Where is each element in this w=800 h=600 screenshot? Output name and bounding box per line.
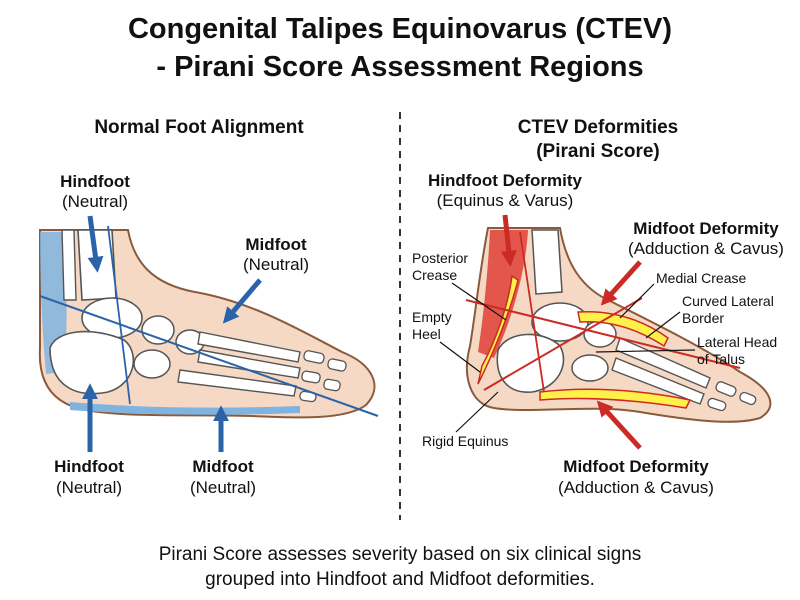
caption-line-1: Pirani Score assesses severity based on …	[159, 544, 642, 565]
curved-lateral-border-label-1: Curved Lateral	[682, 293, 774, 309]
ctev-midfoot-bottom-arrow-icon	[596, 400, 642, 450]
curved-lateral-border-leader	[645, 311, 681, 339]
lateral-head-talus-leader	[595, 349, 696, 353]
ctev-cuboid	[571, 354, 609, 382]
ctev-panel-heading-2: (Pirani Score)	[536, 141, 660, 162]
normal-hindfoot-top-title: Hindfoot	[60, 172, 130, 191]
ctev-phalanx-3	[707, 397, 727, 412]
caption-line-2: grouped into Hindfoot and Midfoot deform…	[205, 569, 595, 590]
empty-heel-label-2: Heel	[412, 326, 441, 342]
ctev-metatarsal-1	[615, 337, 711, 389]
normal-metatarsal-2	[197, 349, 301, 379]
ctev-metatarsal-2	[611, 357, 705, 405]
normal-axis-vertical	[107, 225, 131, 405]
ctev-phalanx-1	[715, 381, 737, 397]
ctev-sole-highlight	[539, 388, 692, 409]
normal-midfoot-top-arrow-icon	[222, 278, 262, 324]
normal-navicular	[141, 315, 175, 345]
normal-phalanx-1	[303, 350, 325, 364]
empty-heel-leader	[439, 341, 481, 373]
normal-sole-strip	[70, 402, 300, 415]
curved-lateral-border-label-2: Border	[682, 310, 724, 326]
normal-axis-horizontal	[39, 295, 379, 417]
normal-hindfoot-top-sub: (Neutral)	[62, 192, 128, 211]
normal-panel-heading: Normal Foot Alignment	[94, 117, 304, 138]
ctev-midfoot-top-title: Midfoot Deformity	[633, 219, 779, 238]
ctev-midfoot-bottom-sub: (Adduction & Cavus)	[558, 478, 714, 497]
medial-crease-label: Medial Crease	[656, 270, 746, 286]
normal-metatarsal-1	[197, 331, 301, 363]
title-line-2: - Pirani Score Assessment Regions	[156, 51, 643, 83]
normal-hindfoot-bottom-title: Hindfoot	[54, 457, 124, 476]
ctev-axis-2	[483, 297, 643, 391]
normal-phalanx-2	[327, 358, 347, 372]
normal-midfoot-bottom-sub: (Neutral)	[190, 478, 256, 497]
ctev-axis-1	[465, 299, 741, 369]
posterior-crease-leader	[451, 282, 507, 321]
ctev-posterior-crease-highlight	[477, 274, 519, 385]
ctev-hindfoot-arrow-icon	[500, 214, 517, 267]
empty-heel-label-1: Empty	[412, 309, 452, 325]
rigid-equinus-leader	[455, 391, 499, 433]
ctev-tibia	[531, 229, 563, 295]
normal-phalanx-3	[301, 370, 321, 384]
normal-calcaneus	[49, 330, 135, 395]
ctev-phalanx-2	[739, 391, 757, 406]
ctev-midfoot-top-arrow-icon	[600, 260, 642, 306]
title-line-1: Congenital Talipes Equinovarus (CTEV)	[128, 13, 672, 45]
normal-foot	[38, 225, 379, 419]
posterior-crease-label-2: Crease	[412, 267, 457, 283]
ctev-hindfoot-title: Hindfoot Deformity	[428, 171, 582, 190]
ctev-axis-3	[519, 231, 545, 393]
rigid-equinus-label: Rigid Equinus	[422, 433, 508, 449]
normal-metatarsal-3	[177, 369, 297, 397]
normal-midfoot-bottom-title: Midfoot	[192, 457, 254, 476]
normal-hindfoot-bottom-sub: (Neutral)	[56, 478, 122, 497]
ctev-midfoot-top-sub: (Adduction & Cavus)	[628, 239, 784, 258]
posterior-crease-label-1: Posterior	[412, 250, 468, 266]
normal-phalanx-4	[323, 378, 341, 392]
medial-crease-leader	[619, 283, 655, 319]
normal-midfoot-top-sub: (Neutral)	[243, 255, 309, 274]
normal-fibula	[61, 229, 77, 301]
normal-midfoot-top-title: Midfoot	[245, 235, 307, 254]
normal-cuboid	[133, 349, 171, 379]
lateral-head-talus-label-1: Lateral Head	[697, 334, 777, 350]
ctev-hindfoot-sub: (Equinus & Varus)	[437, 191, 574, 210]
ctev-panel-heading-1: CTEV Deformities	[518, 117, 678, 138]
ctev-foot	[465, 227, 772, 423]
lateral-head-talus-label-2: of Talus	[697, 351, 745, 367]
ctev-midfoot-bottom-title: Midfoot Deformity	[563, 457, 709, 476]
normal-hindfoot-top-arrow-icon	[87, 215, 104, 273]
